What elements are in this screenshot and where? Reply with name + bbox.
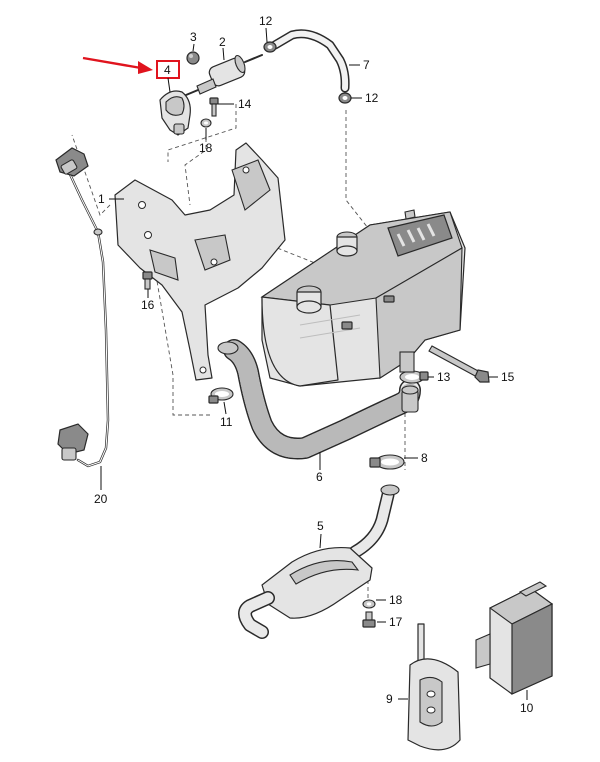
callout-15: 15 xyxy=(501,370,515,384)
callout-3: 3 xyxy=(190,30,197,44)
part-12-clamp-lower xyxy=(338,92,352,104)
part-13-clamp xyxy=(399,370,429,384)
callout-5: 5 xyxy=(317,519,324,533)
part-18-washer-upper xyxy=(200,118,212,128)
part-1-bracket xyxy=(114,142,286,381)
callout-13: 13 xyxy=(437,370,451,384)
part-11-clamp xyxy=(208,387,234,404)
main-heater-unit xyxy=(260,209,466,413)
callout-18-lower: 18 xyxy=(389,593,403,607)
callout-10: 10 xyxy=(520,701,534,715)
part-6-exhaust-hose xyxy=(217,339,421,460)
part-4-mount xyxy=(159,90,191,136)
part-12-clamp-upper xyxy=(263,41,277,53)
part-14-bolt xyxy=(209,97,219,117)
callout-1: 1 xyxy=(98,192,105,206)
part-20-wiring-harness xyxy=(55,147,110,468)
part-16-bolt xyxy=(142,271,153,290)
leader-lines xyxy=(100,27,528,700)
part-15-bolt xyxy=(428,345,490,383)
callout-17: 17 xyxy=(389,615,403,629)
part-8-clamp xyxy=(369,454,405,470)
part-7-pipe xyxy=(270,29,350,93)
callout-labels: 3 2 12 7 12 4 14 18 1 16 13 15 11 8 6 20… xyxy=(94,14,534,715)
part-17-bolt xyxy=(362,611,376,628)
part-18-washer-lower xyxy=(362,599,376,609)
callout-4: 4 xyxy=(164,63,171,77)
callout-7: 7 xyxy=(363,58,370,72)
callout-8: 8 xyxy=(421,451,428,465)
part-10-control-unit xyxy=(475,581,554,695)
highlight-arrow xyxy=(82,56,153,74)
callout-6: 6 xyxy=(316,470,323,484)
callout-18-upper: 18 xyxy=(199,141,213,155)
callout-12-upper: 12 xyxy=(259,14,273,28)
part-2-metering-pump xyxy=(185,54,263,96)
part-3-cap xyxy=(186,51,200,65)
callout-9: 9 xyxy=(386,692,393,706)
callout-2: 2 xyxy=(219,35,226,49)
callout-14: 14 xyxy=(238,97,252,111)
part-9-remote xyxy=(407,623,461,751)
callout-20: 20 xyxy=(94,492,108,506)
part-5-silencer xyxy=(238,484,400,639)
callout-12-lower: 12 xyxy=(365,91,379,105)
callout-16: 16 xyxy=(141,298,155,312)
callout-11: 11 xyxy=(220,415,233,429)
